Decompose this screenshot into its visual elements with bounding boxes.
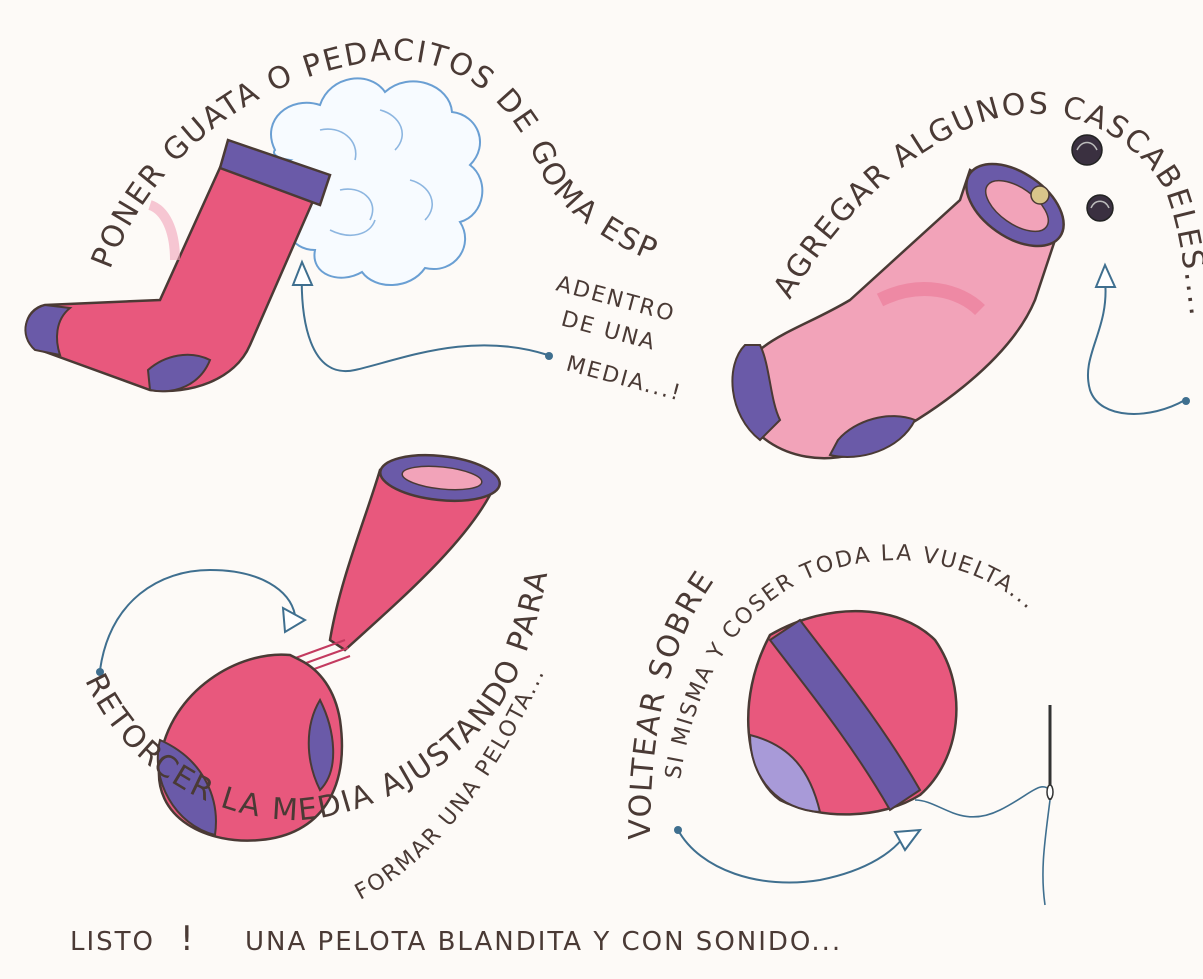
- bell-icon: [1087, 195, 1113, 221]
- bell-icon: [1072, 135, 1102, 165]
- step-1-caption-4: MEDIA...!: [563, 352, 684, 407]
- arrow-2-dot: [1182, 397, 1190, 405]
- arrow-2: [1088, 280, 1185, 414]
- final-caption: LISTO ! UNA PELOTA BLANDITA Y CON SONIDO…: [70, 919, 842, 959]
- arrow-1-head: [293, 262, 312, 285]
- step-3-illustration: [96, 450, 502, 841]
- thread-tail: [1043, 800, 1050, 905]
- final-caption-text: UNA PELOTA BLANDITA Y CON SONIDO...: [245, 927, 842, 957]
- sock-1-highlight: [150, 205, 175, 260]
- final-caption-exclamation: !: [180, 919, 196, 959]
- arrow-4: [678, 830, 905, 883]
- arrow-1: [302, 268, 548, 371]
- arrow-4-dot: [674, 826, 682, 834]
- bell-icon: [1031, 186, 1049, 204]
- step-4-caption: VOLTEAR SOBRE: [623, 564, 722, 840]
- step-4-illustration: [674, 611, 1053, 905]
- final-caption-listo: LISTO: [70, 927, 155, 957]
- arrow-2-head: [1096, 265, 1115, 287]
- arrow-1-dot: [545, 352, 553, 360]
- arrow-4-head: [895, 830, 920, 850]
- thread: [915, 787, 1050, 817]
